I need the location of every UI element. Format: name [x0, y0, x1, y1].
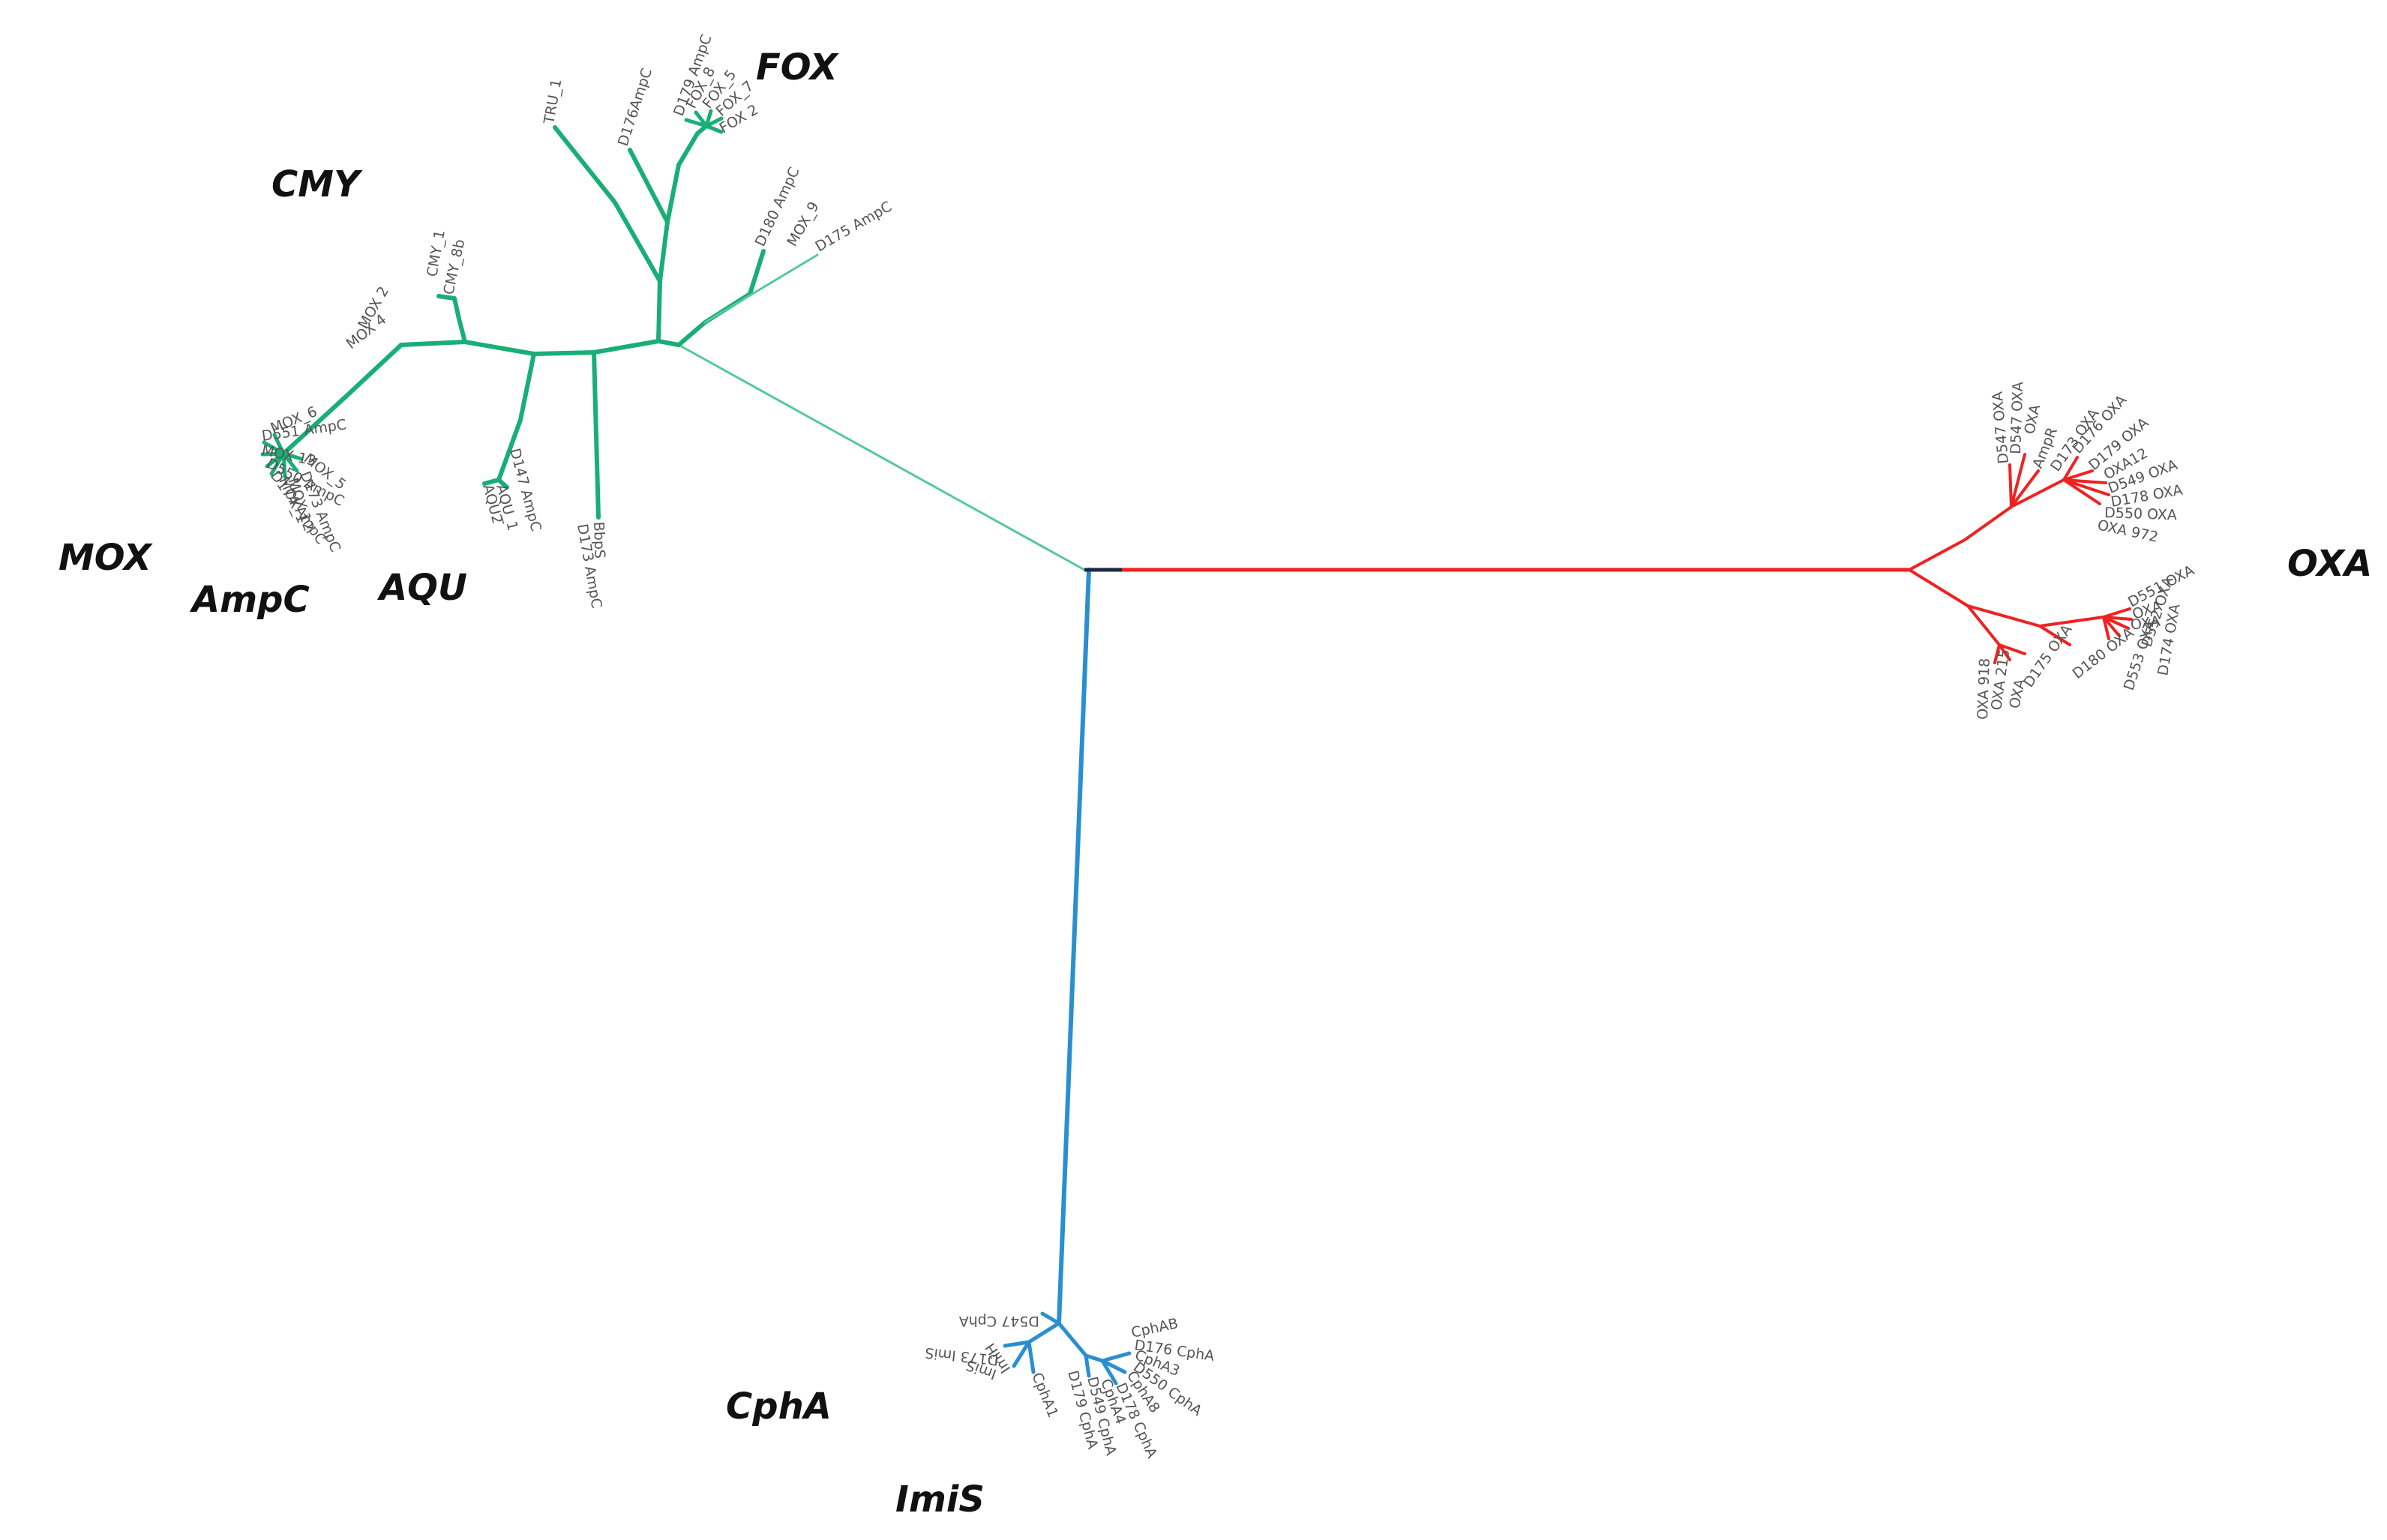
- ampc-group-branches: [260, 109, 1086, 571]
- mbl-trunk-branch: [1057, 568, 1091, 1326]
- clade-label-oxa: OXA: [2287, 543, 2372, 585]
- leaf-label: D175 AmpC: [813, 198, 895, 255]
- leaf-label: OXA: [2006, 678, 2029, 710]
- d176ampc-branch: [628, 148, 670, 224]
- oxa-upper-twigs: [2008, 453, 2110, 508]
- leaf-label: TRU_1: [541, 78, 565, 126]
- ampc-backbone-branch: [399, 339, 681, 356]
- clade-label-aqu: AQU: [376, 567, 467, 609]
- clade-label-cmy: CMY: [271, 163, 363, 205]
- leaf-label: D547 OXA: [2008, 382, 2026, 454]
- leaf-label: CphA1: [1028, 1371, 1061, 1420]
- oxa-group-branches: [1115, 453, 2133, 664]
- fox-twigs: [684, 109, 724, 134]
- mox-twigs: [260, 433, 304, 479]
- cmy-branch: [436, 294, 467, 344]
- d175-branch: [703, 253, 819, 324]
- leaf-label: D550 OXA: [2104, 505, 2177, 523]
- clade-label-imis: ImiS: [895, 1479, 985, 1521]
- leaf-label: D176AmpC: [615, 66, 655, 148]
- mox-stem-branch: [281, 343, 403, 456]
- mbl-group-branches: [1003, 568, 1132, 1386]
- ampc-trunk-branch: [677, 343, 1086, 571]
- tru-branch: [553, 125, 662, 283]
- leaf-label: OXA: [2130, 613, 2161, 634]
- leaf-label: BbpS: [590, 521, 608, 559]
- clade-label-cpha: CphA: [726, 1386, 832, 1428]
- clade-label-fox: FOX: [756, 46, 839, 88]
- clade-label-mox: MOX: [58, 537, 153, 579]
- oxa-lower-twigs: [1966, 604, 2133, 664]
- leaf-label: D547 CphA: [959, 1313, 1039, 1329]
- d180-branch: [676, 249, 766, 347]
- oxa-upper-stem: [1908, 505, 2013, 571]
- fox-stem-branch: [656, 124, 709, 343]
- bbps-branch: [592, 350, 601, 520]
- clade-labels: FOX CMY MOX AmpC AQU OXA CphA ImiS: [58, 46, 2372, 1521]
- leaf-label: OXA 918: [1975, 658, 1993, 720]
- mbl-inner-branches: [1003, 1311, 1132, 1386]
- aqu-branch: [482, 352, 536, 490]
- oxa-lower-stem: [1908, 568, 2041, 628]
- clade-label-ampc: AmpC: [189, 579, 310, 621]
- leaf-labels: TRU_1 D176AmpC D179 AmpC FOX_8 FOX_5 FOX…: [260, 32, 2197, 1461]
- leaf-label: CphAB: [1129, 1315, 1180, 1341]
